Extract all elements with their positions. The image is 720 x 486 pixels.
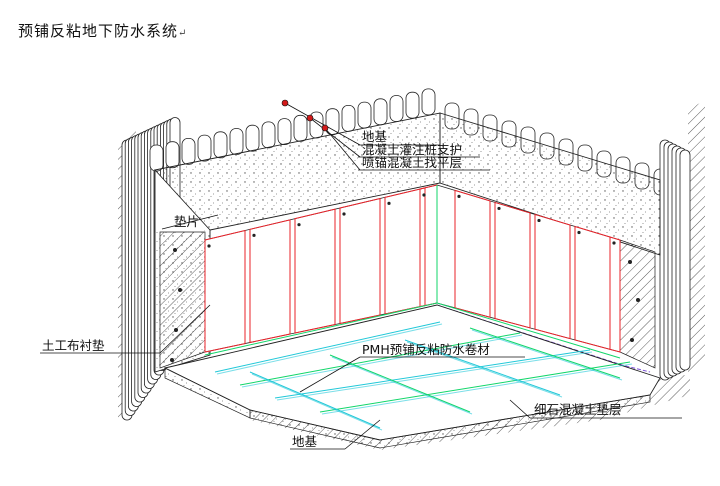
spacer-dot xyxy=(628,260,632,264)
pile-back xyxy=(373,98,388,126)
spacer-dot xyxy=(636,298,640,302)
pile-right xyxy=(679,149,691,371)
pile-back xyxy=(261,121,276,149)
anchor-dot xyxy=(457,194,461,199)
pile-back xyxy=(197,134,212,162)
membrane-panel xyxy=(609,236,621,353)
label-membrane: PMH预铺反粘防水卷材 xyxy=(362,342,490,357)
spacer-dot xyxy=(173,248,177,252)
pile-back xyxy=(389,95,404,122)
pile-back xyxy=(357,101,372,129)
anchor-dot xyxy=(577,230,581,235)
floor-membrane-seam xyxy=(239,332,521,386)
pile-back xyxy=(245,124,260,152)
floor-slab xyxy=(163,304,661,449)
label-pile-support: 混凝土灌注桩支护 xyxy=(362,142,462,157)
anchor-dot xyxy=(297,223,301,227)
spacer-dot xyxy=(174,328,178,332)
paragraph-mark: ↵ xyxy=(178,28,188,39)
floor-membrane-seam-overlap xyxy=(471,329,623,381)
pile-back xyxy=(277,118,292,145)
label-foundation-bottom: 地基 xyxy=(292,434,318,449)
pile-back xyxy=(421,88,436,116)
anchor-dot xyxy=(537,218,541,223)
floor-membrane-seam xyxy=(274,349,591,399)
spacer-dot xyxy=(170,358,174,362)
floor-membrane-seam-overlap xyxy=(321,363,633,415)
floor-membrane-seam-overlap xyxy=(241,334,523,388)
floor-membrane-seam xyxy=(329,354,471,413)
floor-membrane-seam-overlap xyxy=(276,351,593,401)
membrane-panel xyxy=(534,213,571,340)
spacer-dot xyxy=(630,338,634,342)
pile-back xyxy=(181,137,196,165)
pile-back xyxy=(149,144,164,172)
pile-back xyxy=(229,128,244,155)
floor-membrane-seam xyxy=(214,321,441,373)
spacer-dot xyxy=(178,288,182,292)
label-leveling-layer: 喷锚混凝土找平层 xyxy=(362,155,462,170)
anchor-dot xyxy=(342,212,346,216)
floor-membrane-seam-overlap xyxy=(331,356,473,415)
leader-lines xyxy=(40,102,682,450)
label-cushion: 细石混凝土垫层 xyxy=(534,402,622,417)
floor-membrane-grid xyxy=(214,321,633,431)
membrane-panel xyxy=(249,219,291,344)
anchor-dot xyxy=(612,241,616,245)
floor-membrane-seam-overlap xyxy=(216,323,443,375)
pile-back xyxy=(213,131,228,159)
anchor-dot xyxy=(207,244,211,248)
spacer-dots xyxy=(170,248,640,362)
membrane-corner-lines xyxy=(204,185,651,373)
diagram-title: 预铺反粘地下防水系统↵ xyxy=(18,20,187,41)
anchor-dot xyxy=(387,201,391,205)
label-geotextile: 土工布衬垫 xyxy=(42,338,105,353)
label-foundation-top: 地基 xyxy=(362,129,388,144)
floor-membrane-seam xyxy=(249,371,381,429)
membrane-panel xyxy=(294,208,336,334)
leader-dots xyxy=(281,99,329,132)
membrane-panel xyxy=(454,189,491,318)
title-text: 预铺反粘地下防水系统 xyxy=(18,22,179,40)
membrane-panel xyxy=(494,201,531,329)
anchor-dot xyxy=(497,206,501,211)
pile-back xyxy=(405,91,420,119)
floor-membrane-seam xyxy=(319,361,631,413)
floor-membrane-seam-overlap xyxy=(406,341,563,398)
inner-walls xyxy=(204,184,621,353)
pile-back xyxy=(165,141,180,169)
floor-membrane-seam xyxy=(404,339,561,396)
anchor-dot xyxy=(252,233,256,237)
pile-back xyxy=(341,105,356,132)
membrane-panel xyxy=(339,197,381,325)
membrane-panel xyxy=(204,229,246,353)
floor-membrane-seam-overlap xyxy=(251,373,383,431)
pile-back xyxy=(325,108,340,136)
anchor-dot xyxy=(422,193,426,197)
membrane-panels xyxy=(204,184,621,353)
leveling-layer xyxy=(159,231,656,369)
floor-membrane-seam xyxy=(469,327,621,379)
label-spacer: 垫片 xyxy=(174,214,199,229)
pile-back xyxy=(293,114,308,142)
